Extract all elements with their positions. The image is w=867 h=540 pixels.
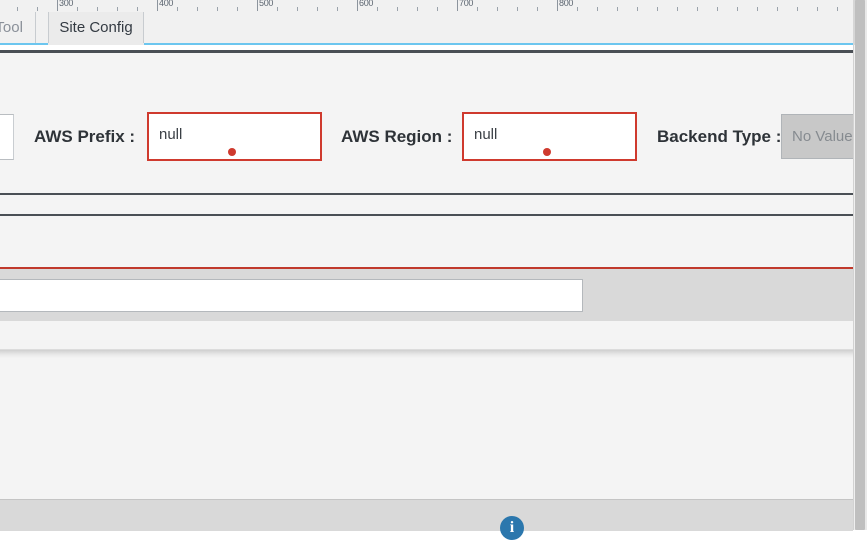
ruler-minor-tick [97, 7, 98, 11]
tab-underline-active-gap [48, 43, 144, 45]
ruler-minor-tick [337, 7, 338, 11]
section-divider-red [0, 267, 853, 269]
ruler-minor-tick [597, 7, 598, 11]
ruler-minor-tick [317, 7, 318, 11]
aws-region-input[interactable]: null [462, 112, 637, 161]
ruler-tick-label: 300 [59, 0, 74, 8]
left-clipped-input[interactable] [0, 114, 14, 160]
aws-region-required-marker-icon [543, 148, 551, 156]
tab-y-tool[interactable]: y Tool [0, 12, 36, 44]
content-area [0, 358, 853, 499]
tab-underline [0, 43, 853, 45]
ruler-minor-tick [517, 7, 518, 11]
ruler-tick-label: 800 [559, 0, 574, 8]
ruler-minor-tick [277, 7, 278, 11]
ruler-minor-tick [297, 7, 298, 11]
ruler-tick-label: 400 [159, 0, 174, 8]
section-band-lower [0, 216, 853, 267]
ruler-minor-tick [17, 7, 18, 11]
ruler-major-tick [157, 0, 158, 11]
ruler-major-tick [257, 0, 258, 11]
ruler-tick-label: 500 [259, 0, 274, 8]
ruler-major-tick [357, 0, 358, 11]
ruler-minor-tick [837, 7, 838, 11]
backend-type-label: Backend Type : [657, 127, 782, 146]
ruler-minor-tick [497, 7, 498, 11]
aws-prefix-input[interactable]: null [147, 112, 322, 161]
ruler-minor-tick [677, 7, 678, 11]
ruler-tick-label: 700 [459, 0, 474, 8]
ruler-minor-tick [417, 7, 418, 11]
ruler-major-tick [457, 0, 458, 11]
site-config-form-panel: AWS Prefix : null AWS Region : null Back… [0, 53, 861, 193]
ruler-minor-tick [777, 7, 778, 11]
section-band-upper [0, 195, 853, 214]
ruler-minor-tick [657, 7, 658, 11]
ruler-minor-tick [437, 7, 438, 11]
aws-prefix-required-marker-icon [228, 148, 236, 156]
section-divider-lower [0, 214, 853, 216]
section-divider-upper [0, 193, 853, 195]
ruler-major-tick [57, 0, 58, 11]
tab-y-tool-label: y Tool [0, 19, 23, 36]
ruler-minor-tick [737, 7, 738, 11]
lower-strip [0, 321, 853, 350]
tab-site-config-label: Site Config [59, 19, 133, 36]
ruler-minor-tick [617, 7, 618, 11]
ruler-minor-tick [817, 7, 818, 11]
ruler-minor-tick [537, 7, 538, 11]
footer-bar [0, 499, 853, 531]
ruler-minor-tick [757, 7, 758, 11]
ruler-track: 300 400 500 600 700 800 [0, 0, 858, 12]
ruler-minor-tick [117, 7, 118, 11]
ruler-minor-tick [197, 7, 198, 11]
ruler-minor-tick [137, 7, 138, 11]
content-top-shadow [0, 350, 853, 358]
ruler-minor-tick [797, 7, 798, 11]
ruler-tick-label: 600 [359, 0, 374, 8]
window-right-edge [865, 0, 867, 530]
ruler-minor-tick [637, 7, 638, 11]
backend-type-input[interactable]: No Value [781, 114, 861, 159]
ruler-minor-tick [397, 7, 398, 11]
ruler-minor-tick [477, 7, 478, 11]
aws-region-label: AWS Region : [341, 127, 453, 146]
aws-prefix-label: AWS Prefix : [34, 127, 136, 146]
ruler-minor-tick [77, 7, 78, 11]
wide-text-input[interactable] [0, 279, 583, 312]
ruler-minor-tick [697, 7, 698, 11]
panel-top-divider [0, 50, 853, 53]
ruler-minor-tick [717, 7, 718, 11]
ruler-minor-tick [177, 7, 178, 11]
info-icon[interactable]: i [500, 516, 524, 540]
ruler-major-tick [557, 0, 558, 11]
ruler-minor-tick [237, 7, 238, 11]
ruler-minor-tick [377, 7, 378, 11]
vertical-scrollbar-thumb[interactable] [855, 0, 865, 530]
ruler-minor-tick [577, 7, 578, 11]
tab-strip: y Tool Site Config [0, 12, 853, 45]
ruler-minor-tick [37, 7, 38, 11]
ruler-minor-tick [217, 7, 218, 11]
tab-site-config[interactable]: Site Config [48, 12, 144, 44]
